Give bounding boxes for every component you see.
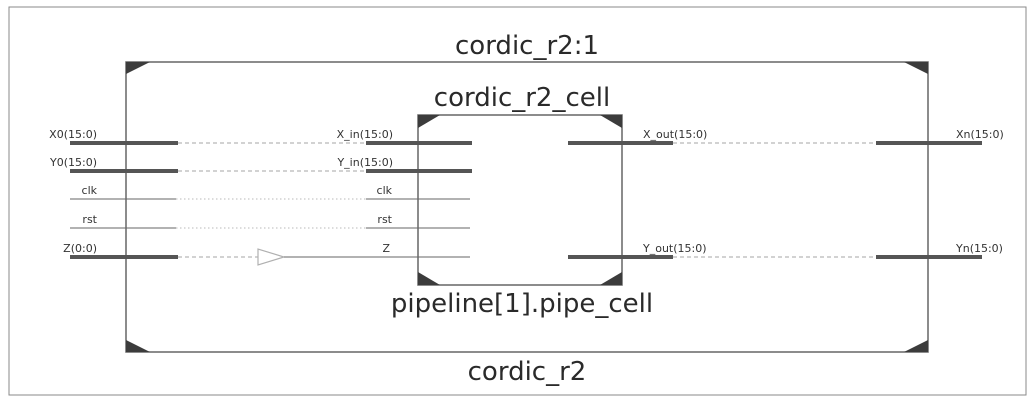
cell-pin-x-in[interactable]: X_in(15:0): [337, 128, 472, 145]
cell-pin-rst[interactable]: rst: [366, 213, 470, 229]
cell-instance-label: pipeline[1].pipe_cell: [391, 289, 653, 319]
port-z[interactable]: Z(0:0): [63, 242, 178, 259]
cell-pin-z[interactable]: Z: [366, 242, 470, 258]
port-yn-label: Yn(15:0): [955, 242, 1003, 255]
cell-module[interactable]: [417, 114, 623, 286]
port-clk[interactable]: clk: [70, 184, 176, 200]
cell-pin-x-out[interactable]: X_out(15:0): [568, 128, 707, 145]
top-module-corner-bl: [126, 340, 150, 352]
cell-pin-x-in-label: X_in(15:0): [337, 128, 393, 141]
cell-pin-z-label: Z: [382, 242, 390, 255]
top-module-corner-tr: [904, 62, 928, 74]
cell-corner-tr: [600, 115, 622, 128]
port-z-label: Z(0:0): [63, 242, 97, 255]
top-module-box[interactable]: [125, 61, 929, 353]
cell-pin-rst-label: rst: [377, 213, 392, 226]
cell-pin-y-in-label: Y_in(15:0): [336, 156, 393, 169]
cell-corner-bl: [418, 272, 440, 285]
cell-pin-y-out[interactable]: Y_out(15:0): [568, 242, 707, 259]
port-xn[interactable]: Xn(15:0): [876, 128, 1004, 145]
port-xn-label: Xn(15:0): [956, 128, 1004, 141]
top-instance-label: cordic_r2:1: [455, 31, 599, 61]
top-module[interactable]: [125, 61, 929, 353]
cell-pin-x-out-label: X_out(15:0): [643, 128, 707, 141]
port-y0-label: Y0(15:0): [49, 156, 97, 169]
cell-module-box[interactable]: [417, 114, 623, 286]
top-module-label: cordic_r2: [468, 357, 587, 387]
port-x0-label: X0(15:0): [49, 128, 97, 141]
port-rst-label: rst: [82, 213, 97, 226]
cell-corner-br: [600, 272, 622, 285]
cell-pin-y-out-label: Y_out(15:0): [642, 242, 707, 255]
port-yn[interactable]: Yn(15:0): [876, 242, 1003, 259]
cell-corner-tl: [418, 115, 440, 128]
top-module-corner-tl: [126, 62, 150, 74]
port-y0[interactable]: Y0(15:0): [49, 156, 178, 173]
cell-pin-y-in[interactable]: Y_in(15:0): [336, 156, 472, 173]
cell-pin-clk[interactable]: clk: [366, 184, 470, 200]
port-clk-label: clk: [82, 184, 98, 197]
port-rst[interactable]: rst: [70, 213, 176, 229]
port-x0[interactable]: X0(15:0): [49, 128, 178, 145]
top-module-corner-br: [904, 340, 928, 352]
buffer-triangle-icon[interactable]: [257, 248, 287, 266]
cell-type-label: cordic_r2_cell: [434, 83, 610, 113]
schematic-frame: [8, 6, 1027, 396]
cell-pin-clk-label: clk: [377, 184, 393, 197]
